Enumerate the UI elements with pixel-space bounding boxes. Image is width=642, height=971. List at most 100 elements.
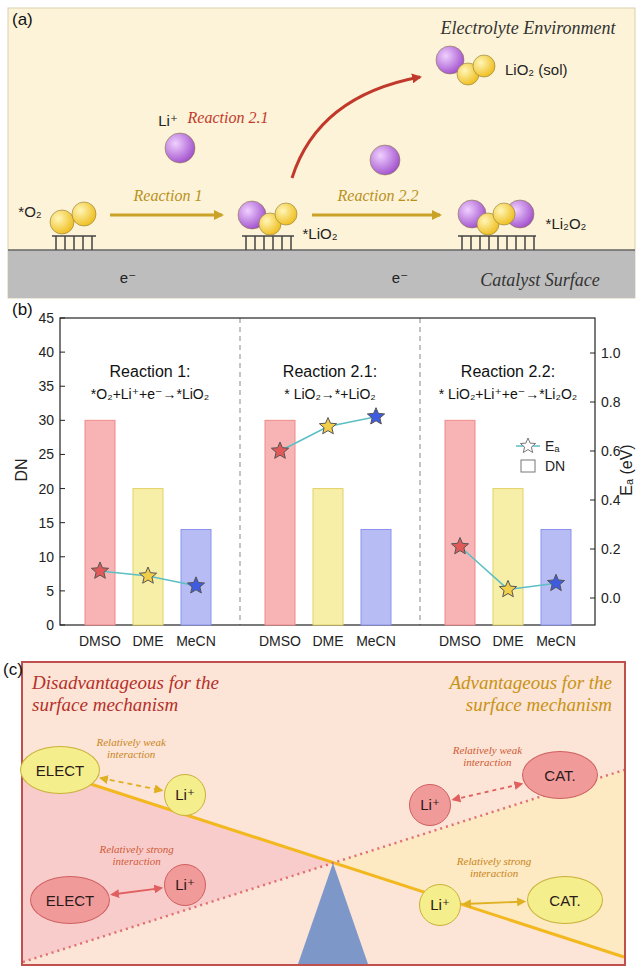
star-marker	[451, 538, 468, 554]
text-label: (a)	[12, 10, 33, 30]
axis-tick	[590, 598, 595, 599]
node-text: CAT.	[544, 767, 575, 784]
molecule-spheres	[72, 202, 96, 226]
text-label: e⁻	[392, 269, 408, 286]
star-marker	[271, 442, 288, 458]
reaction-arrow	[110, 77, 440, 215]
axis-tick	[60, 488, 65, 489]
text-label: *Li₂O₂	[546, 215, 587, 232]
axis-tick	[60, 420, 65, 421]
text-label: DMSO	[79, 633, 121, 649]
axis-tick	[60, 352, 65, 353]
text-label: Electrolyte Environment	[440, 18, 615, 39]
plot-frame	[60, 318, 595, 625]
text-label: Reaction 1:	[110, 363, 191, 381]
panel-c-balance	[22, 662, 625, 965]
text-label: DME	[312, 633, 343, 649]
panel-c-balance	[22, 662, 625, 965]
text-label: MeCN	[536, 633, 576, 649]
text-label: (c)	[3, 660, 23, 680]
reaction-arrow	[110, 214, 222, 217]
star-marker	[367, 408, 384, 424]
legend-sample	[520, 438, 535, 453]
panel-a-scene	[8, 8, 635, 298]
legend-text: Eₐ	[545, 438, 560, 454]
dn-bar	[85, 420, 115, 625]
text-label: e⁻	[120, 269, 136, 286]
interaction-arrow	[453, 784, 521, 800]
text-label: 0	[46, 617, 54, 633]
panel-c-balance	[22, 662, 625, 965]
star-marker	[547, 574, 564, 590]
edge-label: Relatively strong interaction	[89, 843, 185, 867]
node-text: Li⁺	[175, 876, 195, 894]
species-ellipse: Li⁺	[164, 774, 206, 816]
node-text: Li⁺	[420, 796, 440, 814]
text-label: DN	[13, 458, 31, 481]
star-marker	[319, 418, 336, 434]
text-label: 45	[38, 310, 54, 326]
node-text: CAT.	[549, 892, 580, 909]
text-label: 0.4	[601, 492, 620, 508]
tether	[242, 236, 294, 250]
axis-tick	[590, 451, 595, 452]
species-ellipse: Li⁺	[409, 784, 451, 826]
text-label: LiO₂ (sol)	[505, 61, 568, 78]
text-label: 0.8	[601, 394, 620, 410]
text-label: Reaction 2.1:	[283, 363, 377, 381]
text-label: 35	[38, 378, 54, 394]
catalyst-surface	[8, 250, 635, 298]
interaction-arrow	[112, 888, 161, 894]
interaction-arrow	[101, 778, 162, 790]
panel-a-scene	[8, 8, 635, 298]
text-label: 5	[46, 583, 54, 599]
text-label: 1.0	[601, 345, 620, 361]
molecule-spheres	[165, 133, 195, 163]
tether	[458, 236, 536, 250]
dn-bar	[313, 489, 343, 625]
text-label: DME	[132, 633, 163, 649]
text-label: Eₐ (eV)	[618, 444, 636, 495]
species-ellipse: CAT.	[522, 751, 598, 799]
axis-tick	[60, 522, 65, 523]
axis-tick	[590, 353, 595, 354]
star-marker	[187, 577, 204, 593]
axis-tick	[60, 386, 65, 387]
text-label: Catalyst Surface	[480, 270, 600, 291]
star-marker	[139, 567, 156, 583]
text-label: 0.0	[601, 590, 620, 606]
species-ellipse: Li⁺	[419, 884, 461, 926]
molecule-spheres	[50, 210, 74, 234]
reaction-arrow	[312, 214, 440, 217]
fulcrum	[298, 863, 368, 964]
panel-b-chart	[60, 318, 595, 625]
molecule-spheres	[473, 55, 495, 77]
interaction-arrow	[464, 902, 524, 904]
species-ellipse: ELECT	[20, 746, 100, 794]
dn-bar	[361, 529, 391, 625]
dn-bar	[181, 529, 211, 625]
right-wedge	[333, 770, 624, 957]
molecule-spheres	[275, 203, 297, 225]
molecule-spheres	[370, 145, 400, 175]
text-label: *O₂	[18, 203, 41, 220]
species-ellipse: CAT.	[527, 876, 603, 924]
text-label: DMSO	[259, 633, 301, 649]
axis-tick	[60, 556, 65, 557]
node-text: ELECT	[46, 892, 94, 909]
text-label: 10	[38, 549, 54, 565]
text-label: Advantageous for the surface mechanism	[412, 672, 612, 716]
axis-tick	[60, 625, 65, 626]
axis-tick	[60, 318, 65, 319]
text-label: Reaction 1	[134, 187, 203, 205]
molecule-spheres	[50, 46, 534, 235]
axis-tick	[590, 402, 595, 403]
axis-tick	[590, 500, 595, 501]
edge-label: Relatively strong interaction	[446, 855, 542, 879]
edge-label: Relatively weak interaction	[439, 744, 535, 768]
text-label: Disadvantageous for the surface mechanis…	[32, 672, 232, 716]
text-label: *LiO₂	[302, 225, 337, 242]
tether	[52, 236, 96, 250]
legend-text: DN	[545, 458, 565, 474]
